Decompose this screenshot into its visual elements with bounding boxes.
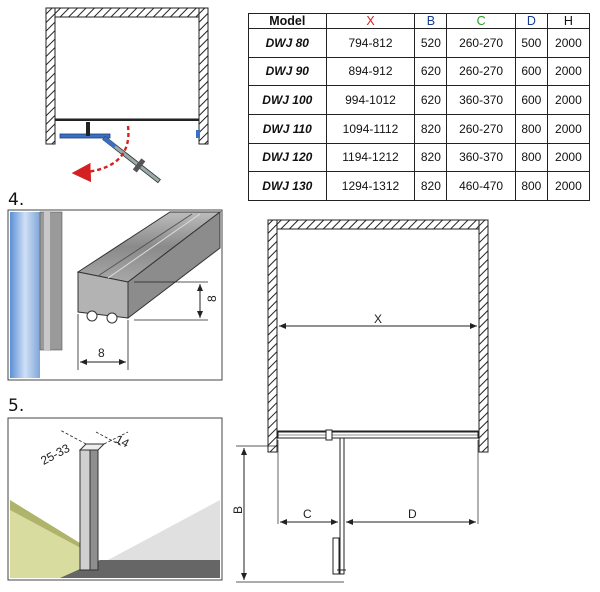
table-row: DWJ 110 1094-1112 820 260-270 800 2000 — [248, 113, 591, 144]
header-d: D — [514, 13, 548, 29]
header-c: C — [446, 13, 516, 29]
wall-width-dim: 14 — [113, 432, 132, 451]
header-b: B — [414, 13, 448, 29]
step-5-label: 5. — [8, 396, 25, 416]
spec-table: Model X B C D H DWJ 80 794-812 520 260-2… — [248, 13, 591, 201]
table-row: DWJ 80 794-812 520 260-270 500 2000 — [248, 28, 591, 58]
cell-model: DWJ 120 — [248, 142, 327, 173]
profile-width-dim: 8 — [98, 346, 105, 360]
cell-d: 600 — [514, 85, 548, 115]
cell-x: 1194-1212 — [325, 142, 416, 173]
cell-x: 1094-1112 — [325, 113, 416, 144]
swing-arrow-icon — [71, 125, 130, 183]
cell-b: 820 — [414, 171, 448, 201]
cell-d: 600 — [514, 56, 548, 87]
small-plan-view — [45, 7, 209, 184]
step-4-label: 4. — [8, 190, 25, 210]
table-row: DWJ 130 1294-1312 820 460-470 800 2000 — [248, 171, 591, 201]
cell-h: 2000 — [546, 28, 591, 58]
cell-model: DWJ 110 — [248, 113, 327, 144]
door-panel-icon — [102, 135, 161, 184]
cell-model: DWJ 90 — [248, 56, 327, 87]
wall-profile-detail: 25-33 14 — [7, 417, 223, 581]
large-plan-view: X B C D — [231, 219, 489, 583]
table-row: DWJ 120 1194-1212 820 360-370 800 2000 — [248, 142, 591, 173]
spec-body: DWJ 80 794-812 520 260-270 500 2000 DWJ … — [248, 28, 591, 201]
cell-c: 260-270 — [446, 28, 516, 58]
plan-x-label: X — [374, 312, 382, 326]
header-h: H — [546, 13, 591, 29]
cell-b: 820 — [414, 142, 448, 173]
cell-model: DWJ 130 — [248, 171, 327, 201]
table-row: DWJ 100 994-1012 620 360-370 600 2000 — [248, 85, 591, 115]
cell-h: 2000 — [546, 85, 591, 115]
cell-h: 2000 — [546, 142, 591, 173]
profile-detail: 8 8 — [7, 209, 223, 381]
cell-x: 1294-1312 — [325, 171, 416, 201]
header-model: Model — [248, 13, 327, 29]
cell-x: 794-812 — [325, 28, 416, 58]
fixed-panel-icon — [59, 133, 111, 139]
cell-c: 260-270 — [446, 56, 516, 87]
plan-c-label: C — [303, 507, 312, 521]
cell-h: 2000 — [546, 171, 591, 201]
table-row: DWJ 90 894-912 620 260-270 600 2000 — [248, 56, 591, 87]
profile-height-dim: 8 — [205, 295, 219, 302]
plan-d-label: D — [408, 507, 417, 521]
plan-b-label: B — [231, 506, 245, 514]
spec-header-row: Model X B C D H — [248, 13, 591, 29]
cell-b: 620 — [414, 85, 448, 115]
cell-c: 460-470 — [446, 171, 516, 201]
cell-model: DWJ 100 — [248, 85, 327, 115]
cell-b: 520 — [414, 28, 448, 58]
cell-h: 2000 — [546, 113, 591, 144]
